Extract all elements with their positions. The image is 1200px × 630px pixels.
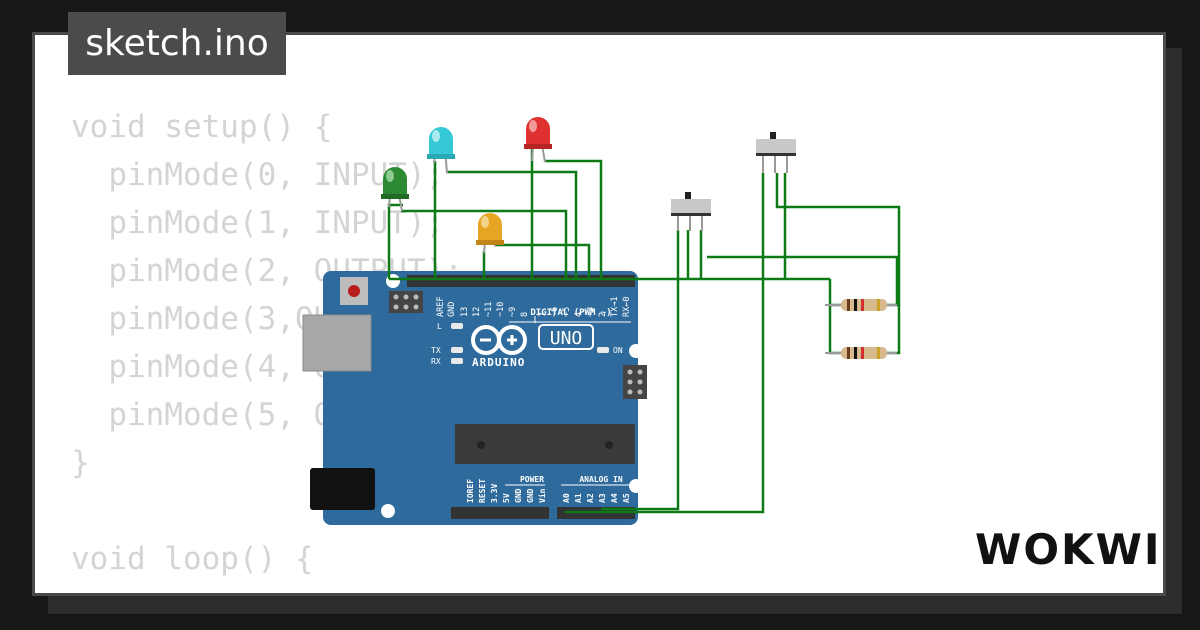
led-tx: [451, 347, 463, 353]
file-tab[interactable]: sketch.ino: [68, 12, 286, 75]
uno-badge: [538, 324, 594, 350]
mount-hole: [629, 479, 643, 493]
pin-label: ~9: [508, 307, 518, 317]
wire[interactable]: [446, 170, 578, 279]
code-line: data = digitalRead(0);: [71, 583, 519, 593]
pin-label: ~11: [484, 302, 494, 317]
led-rx-label: RX: [431, 357, 441, 366]
led-l: [451, 323, 463, 329]
digital-label: DIGITAL (PWM ~): [530, 308, 611, 318]
pin-label: 4: [574, 312, 584, 317]
uno-model: UNO: [550, 328, 583, 349]
resistor-1[interactable]: [825, 299, 897, 311]
pin-label: A5: [622, 493, 631, 503]
code-line: }: [71, 445, 90, 481]
wire[interactable]: [494, 243, 591, 279]
pin-label: ~5: [562, 307, 572, 317]
led-red[interactable]: [524, 117, 552, 163]
atmega-chip: [455, 424, 635, 464]
pin-label: A3: [598, 493, 607, 503]
pin-label: A4: [610, 493, 619, 503]
digital-pin-labels: AREF GND 13 12 ~11 ~10 ~9 8 7 ~6 ~5 4 ~3…: [436, 297, 632, 317]
code-line: void loop() {: [71, 541, 314, 577]
code-line: void setup() {: [71, 109, 333, 145]
pin-label: 5V: [502, 493, 511, 503]
wire[interactable]: [828, 279, 843, 355]
led-rx: [451, 358, 463, 364]
led-on: [597, 347, 609, 353]
led-cyan[interactable]: [427, 127, 455, 174]
wire[interactable]: [387, 203, 403, 279]
pin-label: 7: [538, 312, 548, 317]
led-yellow[interactable]: [476, 213, 504, 254]
pin-label: A1: [574, 493, 583, 503]
wire[interactable]: [401, 209, 568, 279]
power-pin-labels: IOREF RESET 3.3V 5V GND GND Vin: [466, 479, 547, 503]
pin-label: RESET: [478, 479, 487, 503]
pin-label: 3.3V: [490, 484, 499, 503]
led-green[interactable]: [381, 167, 409, 212]
analog-pin-labels: A0 A1 A2 A3 A4 A5: [562, 493, 631, 503]
pin-label: ~6: [550, 307, 560, 317]
led-l-label: L: [437, 322, 442, 331]
pin-label: 13: [460, 307, 470, 317]
pin-label: RX←0: [622, 297, 632, 317]
power-header: [451, 507, 549, 519]
code-background: void setup() { pinMode(0, INPUT); pinMod…: [71, 103, 519, 593]
power-jack: [310, 468, 375, 510]
arduino-logo-icon: [471, 325, 527, 355]
project-preview-card: void setup() { pinMode(0, INPUT); pinMod…: [32, 32, 1166, 596]
pin-label: A2: [586, 493, 595, 503]
analog-label: ANALOG IN: [579, 475, 623, 484]
pin-label: AREF: [436, 297, 446, 317]
code-line: pinMode(0, INPUT);: [71, 157, 445, 193]
slide-switch-1[interactable]: [671, 192, 711, 231]
wire[interactable]: [601, 230, 680, 511]
slide-switch-2[interactable]: [756, 132, 796, 173]
pin-label: 12: [472, 307, 482, 317]
pin-label: ~3: [586, 307, 596, 317]
wire[interactable]: [775, 173, 901, 355]
reset-button-cap[interactable]: [348, 285, 360, 297]
mount-hole: [381, 504, 395, 518]
circuit-diagram: AREF GND 13 12 ~11 ~10 ~9 8 7 ~6 ~5 4 ~3…: [302, 117, 901, 525]
wokwi-logo: WOKWI: [975, 525, 1162, 574]
led-tx-label: TX: [431, 346, 441, 355]
mount-hole: [629, 344, 643, 358]
resistor-2[interactable]: [825, 347, 897, 359]
pin-label: GND: [447, 302, 457, 317]
pin-label: GND: [514, 488, 523, 503]
power-label: POWER: [520, 475, 544, 484]
pin-label: IOREF: [466, 479, 475, 503]
pin-label: TX→1: [610, 297, 620, 317]
pin-label: ~10: [496, 302, 506, 317]
wire[interactable]: [565, 173, 765, 514]
arduino-brand: ARDUINO: [472, 356, 525, 369]
wire[interactable]: [707, 255, 899, 307]
arduino-uno-board[interactable]: AREF GND 13 12 ~11 ~10 ~9 8 7 ~6 ~5 4 ~3…: [302, 271, 647, 525]
pin-label: 2: [598, 312, 608, 317]
pin-label: GND: [526, 488, 535, 503]
wire[interactable]: [545, 159, 603, 279]
icsp-header: [389, 291, 423, 313]
icsp-header-right: [623, 365, 647, 399]
pin-label: 8: [520, 312, 530, 317]
pin-label: Vin: [537, 488, 547, 503]
led-on-label: ON: [613, 346, 623, 355]
usb-port: [302, 314, 372, 372]
pin-label: A0: [562, 493, 571, 503]
